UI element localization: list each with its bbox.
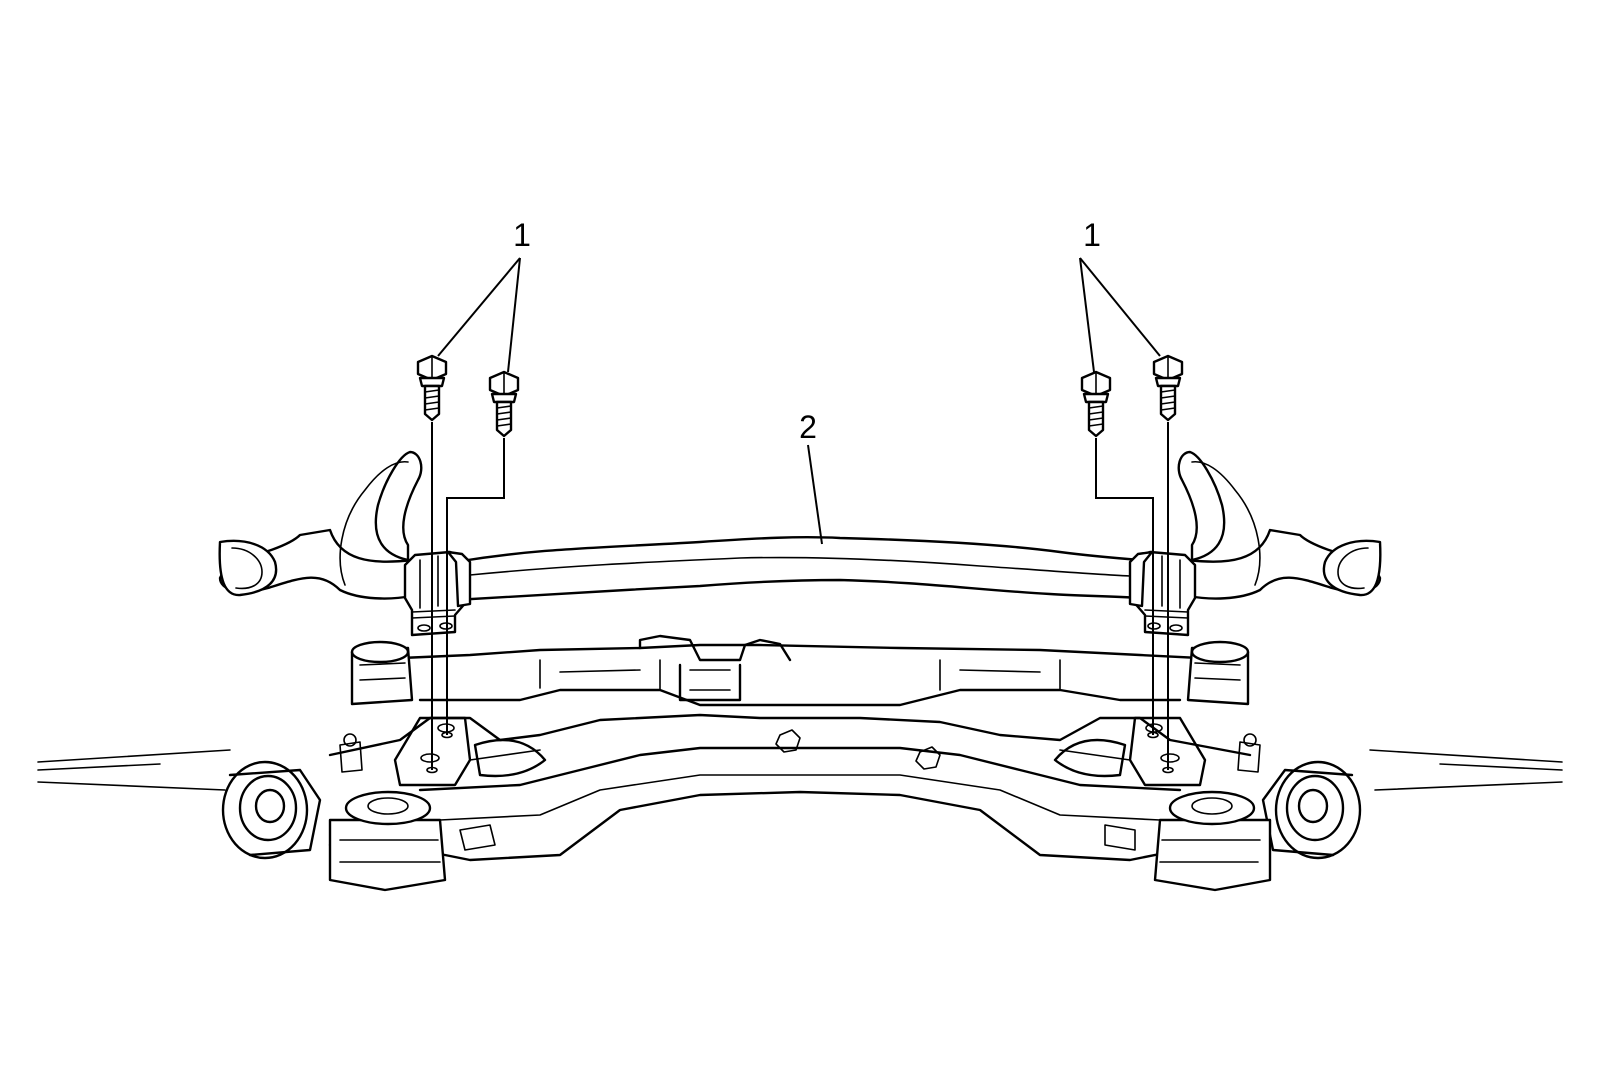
- callout-stabilizer-shaft: 2: [799, 409, 817, 445]
- suspension-frame: [37, 634, 1563, 892]
- callout-leaders: [437, 257, 1161, 545]
- stabilizer-shaft: [218, 450, 1382, 602]
- left-stabilizer-insulator: [403, 550, 472, 637]
- bolt-right-inner: [1080, 370, 1112, 438]
- callout-bolts-left: 1: [513, 217, 531, 253]
- bolt-installation-lines: [426, 422, 1174, 774]
- right-stabilizer-insulator: [1128, 550, 1197, 637]
- right-rear-bushing: [1153, 790, 1272, 892]
- left-rear-bushing: [328, 790, 447, 892]
- bolt-left-inner: [488, 370, 520, 438]
- left-control-arm-bushing: [221, 760, 322, 860]
- right-control-arm-bushing: [1261, 760, 1362, 860]
- bolt-left-outer: [416, 354, 448, 422]
- bolt-right-outer: [1152, 354, 1184, 422]
- callout-bolts-right: 1: [1083, 217, 1101, 253]
